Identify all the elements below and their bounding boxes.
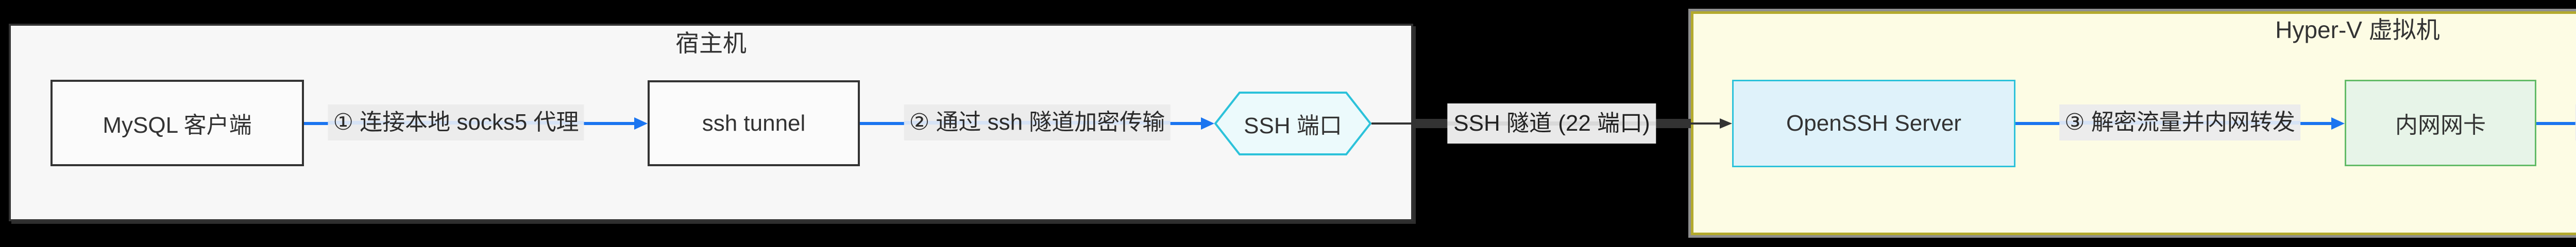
arrowhead-icon	[1720, 118, 1732, 129]
arrowhead-icon	[2331, 117, 2345, 130]
ssh-port-label: SSH 端口	[1244, 113, 1342, 138]
host-subgraph-title: 宿主机	[675, 30, 747, 57]
edge-line-border-to-openssh	[1691, 122, 1721, 125]
edge-label-ssh-tunnel-port22: SSH 隧道 (22 端口)	[1447, 103, 1656, 144]
edge-line-nic-to-mysql	[2536, 122, 2576, 125]
node-mysql-client: MySQL 客户端	[50, 80, 304, 166]
edge-label-decrypt-forward: ③ 解密流量并内网转发	[2059, 104, 2300, 140]
node-openssh-server: OpenSSH Server	[1732, 80, 2015, 167]
edge-line-port-to-border	[1371, 122, 1413, 125]
hexagon-shape-icon	[1214, 92, 1371, 155]
arrowhead-icon	[634, 117, 648, 130]
node-ssh-port-hexagon: SSH 端口	[1214, 92, 1371, 155]
node-ssh-tunnel: ssh tunnel	[648, 80, 860, 166]
arrowhead-icon	[1201, 117, 1214, 130]
edge-label-encrypt-transfer: ② 通过 ssh 隧道加密传输	[904, 104, 1171, 140]
edge-label-connect-socks5: ① 连接本地 socks5 代理	[328, 104, 584, 140]
edge-label-access-mysql: ④ 访问内网 MySQL	[2575, 104, 2576, 140]
vm-subgraph-title: Hyper-V 虚拟机	[2275, 16, 2440, 43]
node-intranet-nic: 内网网卡	[2345, 80, 2536, 166]
